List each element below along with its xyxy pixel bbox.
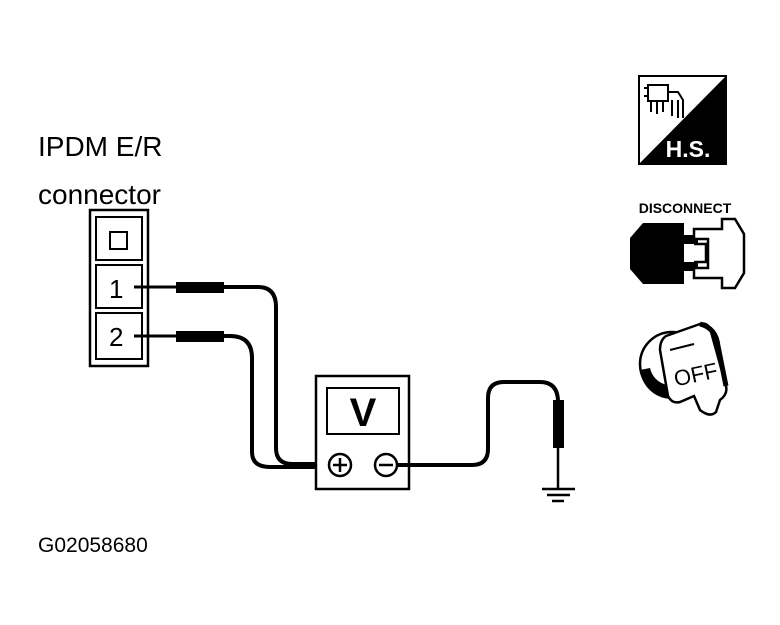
harness-service-icon: H.S. bbox=[638, 75, 727, 165]
voltmeter-display bbox=[326, 387, 400, 435]
probe-lead-pin2 bbox=[134, 331, 326, 469]
positive-terminal-icon bbox=[327, 452, 353, 478]
disconnect-label: DISCONNECT bbox=[639, 200, 732, 216]
ground-lead bbox=[397, 380, 564, 488]
pin-2-label: 2 bbox=[109, 322, 123, 352]
connector-key-square bbox=[109, 231, 128, 250]
connector-title-line1: IPDM E/R bbox=[38, 131, 162, 162]
voltmeter: V bbox=[314, 374, 411, 491]
ignition-key-off-icon: OFF bbox=[638, 321, 729, 416]
probe-lead-pin1 bbox=[134, 282, 326, 466]
figure-id: G02058680 bbox=[38, 534, 148, 557]
negative-terminal-icon bbox=[373, 452, 399, 478]
ground-symbol-icon bbox=[542, 487, 575, 503]
voltmeter-label: V bbox=[350, 391, 377, 435]
pin-1-label: 1 bbox=[109, 274, 123, 304]
connector-title-line2: connector bbox=[38, 179, 161, 210]
harness-service-label: H.S. bbox=[666, 136, 711, 162]
disconnect-connector-icon: DISCONNECT bbox=[630, 200, 746, 290]
